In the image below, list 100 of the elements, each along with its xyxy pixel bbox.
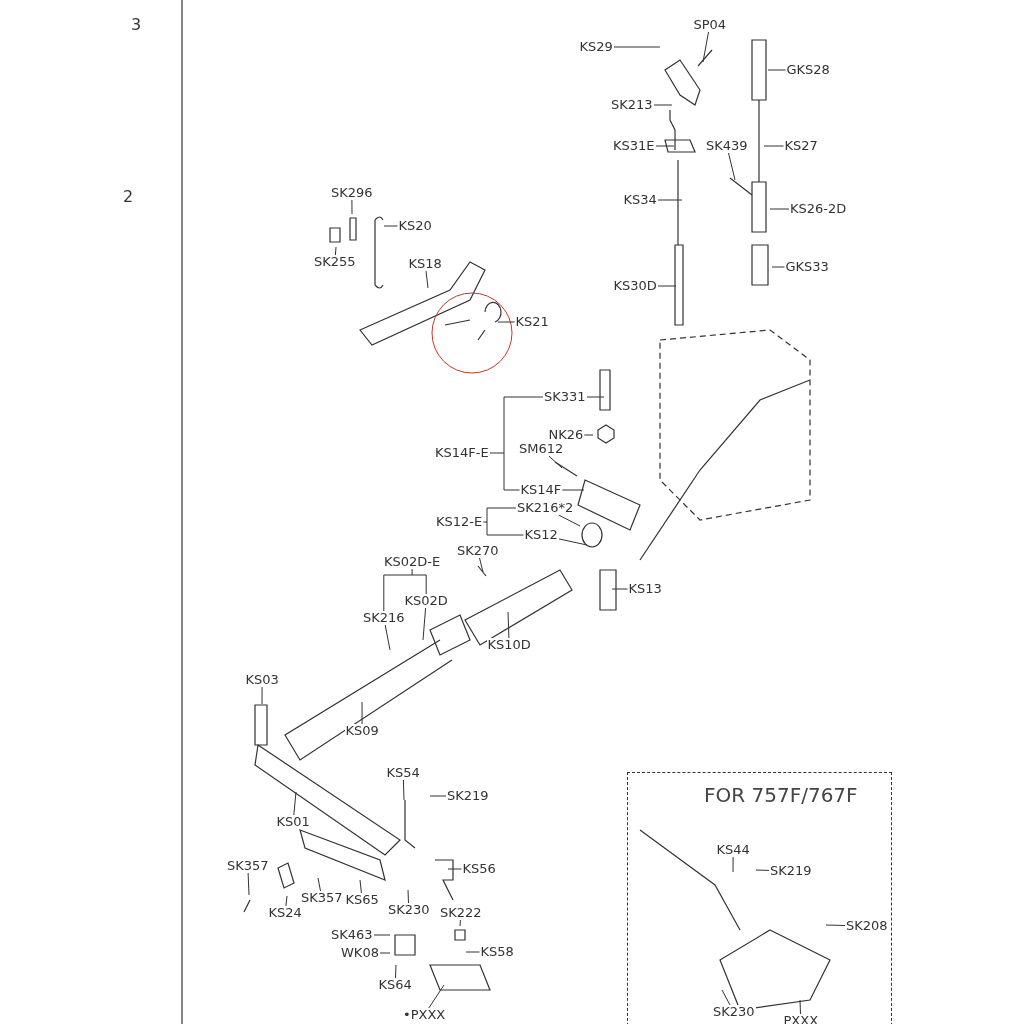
callout-label: KS24 — [267, 906, 303, 920]
callout-label: KS21 — [514, 315, 550, 329]
leader-line — [407, 889, 409, 904]
leader-line — [583, 434, 594, 436]
callout-label: GKS33 — [784, 260, 830, 274]
leader-line — [497, 321, 515, 323]
callout-label: SK296 — [330, 186, 374, 200]
leader-line — [384, 624, 391, 651]
callout-label: KS12-E — [435, 515, 484, 529]
callout-label: KS31E — [612, 139, 656, 153]
callout-label: KS29 — [578, 40, 614, 54]
callout-label: SK357 — [226, 859, 270, 873]
callout-label: SK331 — [543, 390, 587, 404]
leader-line — [334, 246, 337, 256]
leader-line — [429, 795, 447, 797]
leader-line — [825, 924, 846, 926]
leader-line — [285, 895, 288, 907]
leader-line — [317, 877, 321, 892]
leader-line — [379, 952, 391, 954]
callout-label: KS14F-E — [434, 446, 490, 460]
callout-label: KS02D-E — [383, 555, 442, 569]
callout-label: SK357 — [300, 891, 344, 905]
callout-label: KS58 — [479, 945, 515, 959]
leader-line — [479, 557, 484, 573]
leader-line — [558, 514, 581, 527]
callout-label: SK219 — [446, 789, 490, 803]
callout-label: WK08 — [340, 946, 380, 960]
leader-line — [548, 455, 563, 469]
callout-label: SK216*2 — [516, 501, 575, 515]
callout-label: SK255 — [313, 255, 357, 269]
leader-line — [402, 779, 405, 801]
page-number-fragment: 3 — [130, 18, 143, 32]
leader-line — [425, 270, 429, 289]
callout-label: KS20 — [397, 219, 433, 233]
callout-label: KS10D — [486, 638, 532, 652]
callout-label: KS13 — [627, 582, 663, 596]
leader-line — [653, 104, 673, 106]
callout-label: KS26-2D — [789, 202, 848, 216]
callout-label: KS03 — [244, 673, 280, 687]
callout-label: SK439 — [705, 139, 749, 153]
leader-line — [361, 701, 363, 725]
callout-label: KS65 — [344, 893, 380, 907]
callout-label: KS01 — [275, 815, 311, 829]
leader-line — [763, 145, 784, 147]
callout-label: KS27 — [783, 139, 819, 153]
leader-line — [507, 611, 510, 639]
leader-line — [755, 869, 770, 871]
leader-line — [769, 208, 790, 210]
callout-label: KS09 — [344, 724, 380, 738]
callout-label: KS56 — [461, 862, 497, 876]
callout-label: SK230 — [387, 903, 431, 917]
leader-line — [261, 686, 263, 705]
leader-line — [721, 989, 731, 1006]
leader-line — [613, 46, 661, 48]
leader-line — [657, 199, 683, 201]
leader-line — [799, 999, 801, 1015]
leader-line — [655, 145, 675, 147]
callout-label: GKS28 — [785, 63, 831, 77]
leader-line — [465, 951, 480, 953]
leader-line — [373, 934, 391, 936]
leader-line — [561, 489, 585, 491]
callout-label: SK213 — [610, 98, 654, 112]
callout-label: SK270 — [456, 544, 500, 558]
leader-line — [395, 964, 397, 979]
callout-label: NK26 — [547, 428, 585, 442]
page-number-fragment: 2 — [122, 190, 135, 204]
leader-line — [459, 919, 461, 927]
callout-label: KS44 — [715, 843, 751, 857]
leader-line — [293, 791, 297, 816]
leader-line — [586, 396, 605, 398]
leader-line — [422, 607, 427, 641]
callout-label: SK219 — [769, 864, 813, 878]
callout-label: •PXXX — [402, 1008, 447, 1022]
callout-label: SK230 — [712, 1005, 756, 1019]
leader-line — [351, 199, 353, 215]
callout-label: SP04 — [692, 18, 728, 32]
callout-label: SM612 — [518, 442, 565, 456]
leader-line — [611, 588, 628, 590]
callout-label: SK216 — [362, 611, 406, 625]
callout-label: KS34 — [622, 193, 658, 207]
callout-label: KS54 — [385, 766, 421, 780]
callout-label: KS18 — [407, 257, 443, 271]
leader-line — [247, 872, 250, 896]
callout-label: KS14F — [519, 483, 563, 497]
leader-line — [558, 538, 588, 546]
callout-label: SK222 — [439, 906, 483, 920]
leader-line — [732, 856, 734, 873]
callout-label: KS64 — [377, 978, 413, 992]
leader-line — [767, 69, 786, 71]
leader-line — [728, 152, 736, 181]
callout-label: KS12 — [523, 528, 559, 542]
callout-label: SK208 — [845, 919, 889, 933]
leader-line — [657, 285, 677, 287]
callout-label: KS02D — [403, 594, 449, 608]
leader-line — [428, 984, 445, 1009]
inset-title: FOR 757F/767F — [704, 783, 858, 807]
callout-label: SK463 — [330, 928, 374, 942]
leader-line — [771, 266, 785, 268]
callout-label: KS30D — [612, 279, 658, 293]
leader-line — [383, 225, 398, 227]
